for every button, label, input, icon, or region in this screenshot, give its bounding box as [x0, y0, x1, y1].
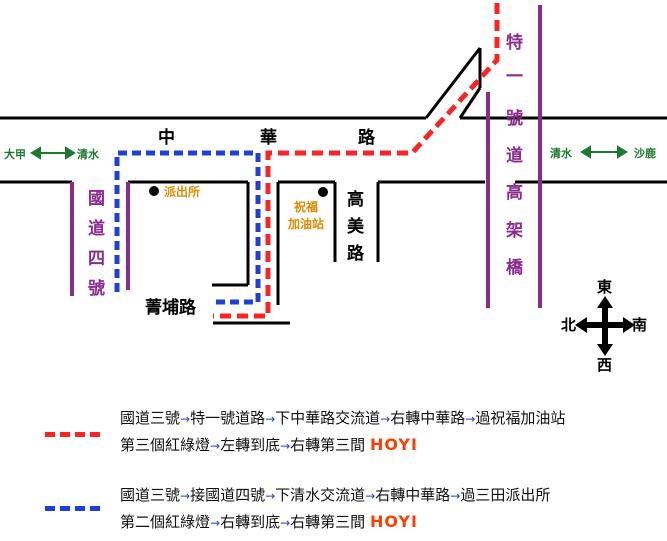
red-step-3: 下中華路交流道 [275, 409, 381, 427]
compass-icon [575, 296, 635, 356]
police-station-marker-icon [149, 186, 159, 196]
gaomei-char-1: 高 [347, 189, 364, 210]
zhonghua-road-char-3: 路 [358, 127, 376, 148]
compass-south: 南 [632, 316, 647, 334]
teyi-char-2: 一 [506, 67, 523, 87]
gaomei-char-3: 路 [347, 243, 365, 264]
arrow-icon: → [465, 412, 476, 426]
red-step-6: 第三個紅綠燈 [120, 436, 211, 454]
teyi-char-6: 架 [506, 220, 523, 241]
compass-east: 東 [597, 278, 612, 296]
red-route-swatch [45, 432, 100, 437]
dajia-label: 大甲 [4, 147, 26, 161]
qingshui-left-label: 清水 [77, 147, 100, 161]
teyi-char-7: 橋 [506, 257, 524, 278]
teyi-char-3: 號 [506, 109, 523, 129]
blue-step-7: 右轉到底 [220, 513, 281, 531]
arrow-icon: → [210, 516, 221, 530]
guodao4-char-1: 國 [88, 189, 105, 209]
hoyi-brand: HOYI [369, 435, 418, 454]
arrow-icon: → [280, 439, 291, 453]
arrow-icon: → [265, 412, 276, 426]
blue-step-2: 接國道四號 [190, 486, 266, 504]
highways [70, 5, 542, 308]
zhonghua-road-char-1: 中 [158, 127, 175, 148]
blue-step-3: 下清水交流道 [275, 486, 366, 504]
compass-north: 北 [561, 316, 576, 334]
red-route-line-2: 第三個紅綠燈→左轉到底→右轉第三間 HOYI [120, 434, 418, 455]
blue-step-1: 國道三號 [120, 486, 181, 504]
guodao4-char-2: 道 [88, 218, 105, 239]
blue-route-swatch [45, 506, 100, 511]
red-step-4: 右轉中華路 [390, 409, 466, 427]
arrow-icon: → [450, 489, 461, 503]
blue-route-line-2: 第二個紅綠燈→右轉到底→右轉第三間 HOYI [120, 511, 418, 532]
arrow-icon: → [365, 489, 376, 503]
arrow-icon: → [180, 489, 191, 503]
compass-west: 西 [597, 356, 612, 374]
red-route-line-1: 國道三號→特一號道路→下中華路交流道→右轉中華路→過祝福加油站 [120, 407, 565, 428]
red-step-7: 左轉到底 [220, 436, 281, 454]
blue-step-8: 右轉第三間 [290, 513, 366, 531]
double-arrow-icon [580, 145, 628, 159]
arrow-icon: → [280, 516, 291, 530]
blue-route [114, 150, 261, 305]
teyi-char-4: 道 [506, 145, 523, 166]
blue-route-line-1: 國道三號→接國道四號→下清水交流道→右轉中華路→過三田派出所 [120, 484, 550, 505]
teyi-char-5: 高 [506, 182, 523, 203]
gaomei-char-2: 美 [347, 216, 365, 237]
blue-step-6: 第二個紅綠燈 [120, 513, 211, 531]
blue-step-4: 右轉中華路 [375, 486, 451, 504]
gas-station-label-2: 加油站 [287, 216, 324, 231]
qingshui-right-label: 清水 [550, 146, 573, 160]
double-arrow-icon [30, 146, 76, 160]
red-step-8: 右轉第三間 [290, 436, 366, 454]
guodao4-char-4: 號 [88, 279, 105, 299]
arrow-icon: → [380, 412, 391, 426]
gas-station-label-1: 祝福 [294, 199, 318, 214]
guodao4-char-3: 四 [88, 249, 105, 269]
blue-step-5: 過三田派出所 [460, 486, 551, 504]
red-step-5: 過祝福加油站 [475, 409, 566, 427]
gas-station-marker-icon [318, 187, 328, 197]
shalu-label: 沙鹿 [634, 146, 656, 160]
red-route [213, 3, 500, 319]
jingpu-road-label: 菁埔路 [145, 297, 197, 318]
red-step-1: 國道三號 [120, 409, 181, 427]
hoyi-brand: HOYI [369, 512, 418, 531]
arrow-icon: → [265, 489, 276, 503]
red-step-2: 特一號道路 [190, 409, 266, 427]
arrow-icon: → [180, 412, 191, 426]
arrow-icon: → [210, 439, 221, 453]
police-station-label: 派出所 [164, 184, 200, 199]
teyi-char-1: 特 [506, 32, 523, 53]
zhonghua-road-char-2: 華 [260, 128, 277, 148]
